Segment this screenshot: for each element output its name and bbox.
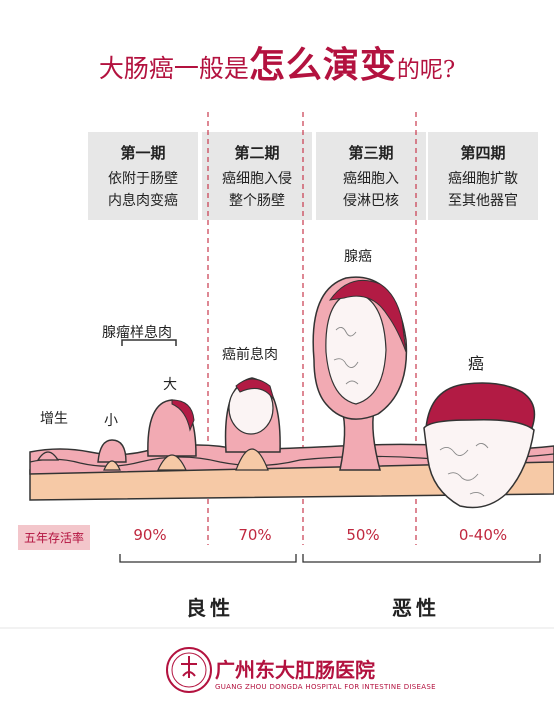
label-precancer: 癌前息肉	[222, 347, 278, 363]
survival-rate-stage3: 50%	[346, 526, 380, 544]
adenoma-bracket	[121, 339, 177, 346]
label-small: 小	[104, 413, 118, 429]
stage-line: 内息肉变癌	[108, 193, 178, 209]
title-emphasis: 怎么演变	[248, 44, 397, 86]
stage-heading: 第三期	[348, 144, 394, 162]
stage-card-3: 第三期 癌细胞入 侵淋巴核	[316, 132, 426, 220]
malignant-bracket	[302, 554, 541, 563]
label-adenocarcinoma: 腺癌	[344, 249, 372, 265]
precancerous-polyp	[224, 377, 281, 471]
label-adenoma: 腺瘤样息肉	[102, 325, 172, 341]
survival-rate-stage1: 90%	[133, 526, 167, 544]
hospital-logo-icon	[166, 647, 212, 693]
hospital-name: 广州东大肛肠医院	[215, 658, 375, 682]
adenocarcinoma	[312, 276, 408, 471]
stage-line: 依附于肠壁	[108, 171, 178, 187]
stage-heading: 第一期	[120, 144, 166, 162]
stage-card-2: 第二期 癌细胞入侵 整个肠壁	[202, 132, 312, 220]
survival-rate-stage4: 0-40%	[458, 526, 508, 544]
label-cancer: 癌	[468, 354, 485, 373]
title-suffix: 的呢?	[396, 57, 456, 83]
stage-line: 癌细胞扩散	[448, 171, 518, 187]
small-polyp	[97, 439, 127, 471]
stage-line: 至其他器官	[448, 193, 518, 209]
large-polyp	[147, 399, 197, 471]
label-hyperplasia: 增生	[40, 411, 68, 427]
hyperplasia-bump	[36, 451, 60, 461]
metastatic-tumor	[423, 382, 536, 509]
page-title: 大肠癌一般是怎么演变的呢?	[0, 36, 554, 88]
stage-card-4: 第四期 癌细胞扩散 至其他器官	[428, 132, 538, 220]
stage-line: 侵淋巴核	[343, 193, 399, 209]
stage-line: 癌细胞入侵	[222, 171, 292, 187]
benign-label: 良性	[186, 596, 234, 620]
stage-line: 整个肠壁	[229, 193, 285, 209]
survival-rate-stage2: 70%	[238, 526, 272, 544]
stage-heading: 第四期	[460, 144, 506, 162]
stage-line: 癌细胞入	[343, 171, 399, 187]
stage-heading: 第二期	[234, 144, 280, 162]
title-prefix: 大肠癌一般是	[98, 54, 249, 83]
malignant-label: 恶性	[392, 596, 440, 620]
stage-card-1: 第一期 依附于肠壁 内息肉变癌	[88, 132, 198, 220]
hospital-english-name: GUANG ZHOU DONGDA HOSPITAL FOR INTESTINE…	[215, 683, 436, 691]
survival-rate-label: 五年存活率	[18, 525, 91, 550]
benign-bracket	[119, 554, 297, 563]
label-large: 大	[163, 377, 177, 393]
